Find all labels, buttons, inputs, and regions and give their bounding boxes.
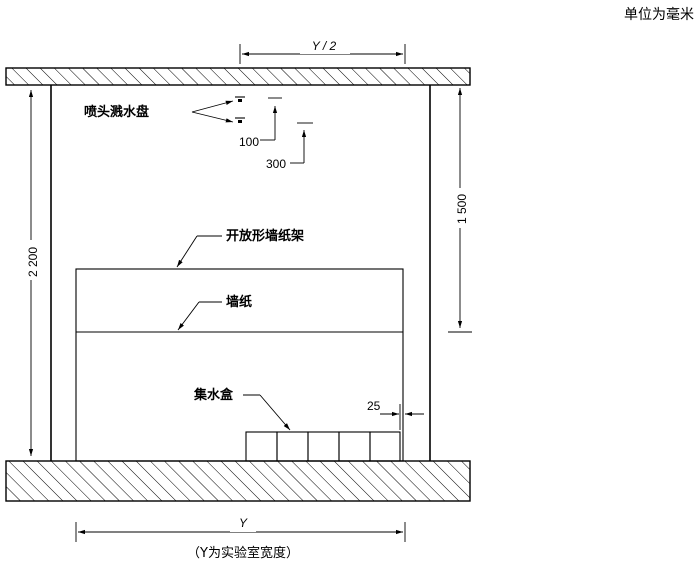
dim-300: 300 xyxy=(266,122,313,171)
floor-slab xyxy=(5,460,471,502)
wallpaper-leader-arrow xyxy=(177,301,200,331)
dim-height-right: 1 500 xyxy=(448,88,472,333)
water-boxes xyxy=(245,431,401,462)
dim-100-label: 100 xyxy=(239,135,259,149)
rack-leader-arrow xyxy=(176,235,198,268)
dim-gap25-label: 25 xyxy=(367,399,381,413)
dim-gap25: 25 xyxy=(367,399,424,430)
dim-100: 100 xyxy=(239,97,282,149)
caption: （Y为实验室宽度） xyxy=(187,545,299,561)
dim-height-total-label: 2 200 xyxy=(26,247,40,277)
dim-half-width: Y / 2 xyxy=(239,38,406,64)
dim-width: Y xyxy=(75,516,406,542)
water-box-leader-arrow xyxy=(259,394,291,431)
dim-half-width-label: Y / 2 xyxy=(312,39,337,53)
nozzle-upper xyxy=(235,96,245,102)
unit-note: 单位为毫米 xyxy=(624,6,694,23)
water-box-label: 集水盒 xyxy=(193,387,234,403)
dim-height-total: 2 200 xyxy=(22,90,40,456)
ceiling-slab xyxy=(5,67,471,86)
dim-width-label: Y xyxy=(239,516,248,530)
nozzle-lower xyxy=(235,117,245,123)
nozzle-leader-lower xyxy=(191,111,234,123)
nozzle-label: 喷头溅水盘 xyxy=(84,104,149,120)
dim-height-right-label: 1 500 xyxy=(455,194,469,224)
wallpaper-rack xyxy=(75,268,404,462)
rack-label: 开放形墙纸架 xyxy=(226,228,304,244)
dim-300-label: 300 xyxy=(266,157,286,171)
wallpaper-label: 墙纸 xyxy=(226,294,252,310)
nozzle-leader-upper xyxy=(191,100,234,113)
